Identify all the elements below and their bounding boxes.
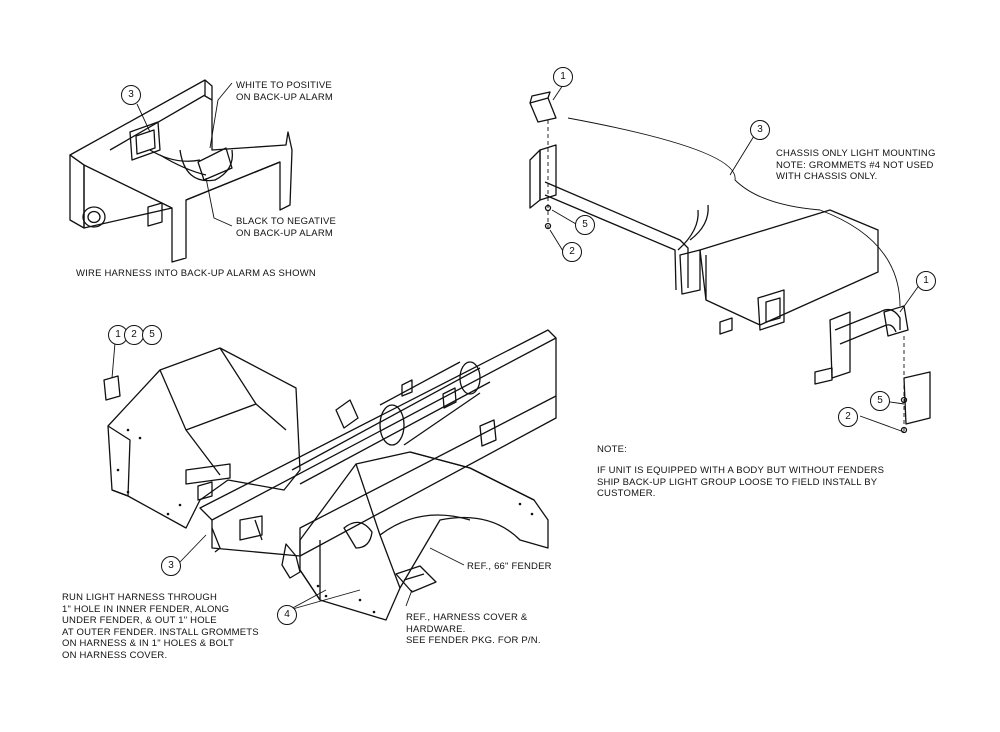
chassis-light-mounting-view: [529, 91, 931, 434]
note-run-light-harness: RUN LIGHT HARNESS THROUGH 1" HOLE IN INN…: [62, 592, 259, 661]
note-ref-fender: REF., 66" FENDER: [467, 561, 552, 572]
note-ref-harness-cover: REF., HARNESS COVER & HARDWARE. SEE FEND…: [406, 612, 541, 646]
callout-balloon: 1: [916, 271, 936, 291]
callout-balloon: 5: [575, 215, 595, 235]
note-wire-harness: WIRE HARNESS INTO BACK-UP ALARM AS SHOWN: [76, 268, 316, 279]
backup-alarm-bracket-view: [69, 79, 293, 263]
note-white-positive: WHITE TO POSITIVE ON BACK-UP ALARM: [236, 80, 333, 103]
callout-balloon: 3: [161, 556, 181, 576]
alarm-leader-lines: [136, 82, 233, 227]
note-heading: NOTE:: [597, 444, 628, 455]
note-chassis-only: CHASSIS ONLY LIGHT MOUNTING NOTE: GROMME…: [776, 148, 936, 182]
callout-balloon: 2: [838, 407, 858, 427]
note-black-negative: BLACK TO NEGATIVE ON BACK-UP ALARM: [236, 216, 337, 239]
callout-balloon: 3: [750, 120, 770, 140]
callout-balloon: 2: [562, 242, 582, 262]
callout-balloon: 4: [277, 605, 297, 625]
fender-leader-lines: [111, 342, 465, 611]
callout-balloon: 1: [553, 67, 573, 87]
callout-balloon: 2: [124, 325, 144, 345]
callout-balloon: 5: [870, 391, 890, 411]
fender-assembly-view: [103, 329, 557, 621]
callout-balloon: 3: [121, 85, 141, 105]
callout-balloon: 5: [142, 325, 162, 345]
chassis-leader-lines: [549, 84, 921, 433]
note-fenders-body: IF UNIT IS EQUIPPED WITH A BODY BUT WITH…: [597, 465, 885, 499]
